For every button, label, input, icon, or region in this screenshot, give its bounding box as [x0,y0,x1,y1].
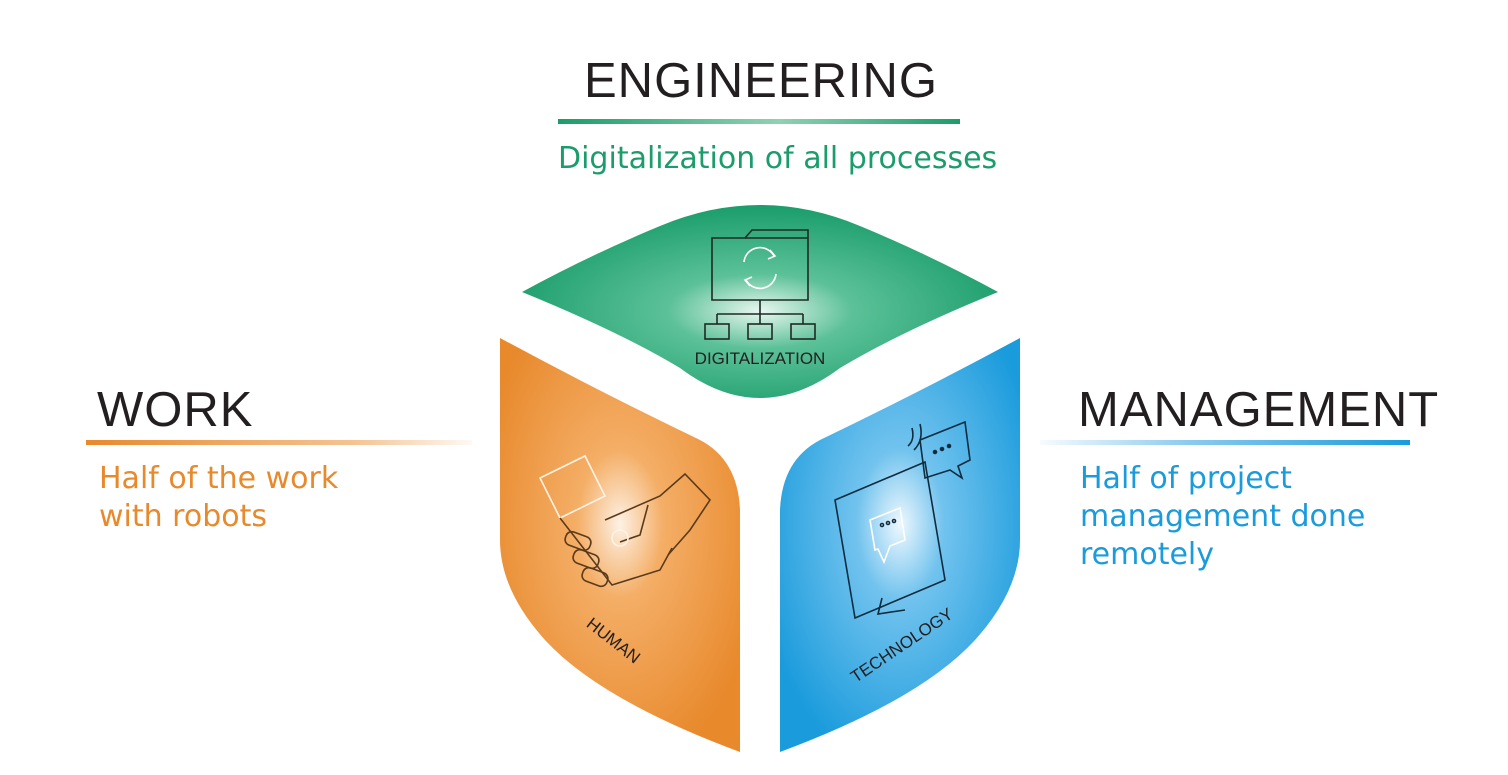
management-subtitle-line: Half of project [1080,461,1292,496]
engineering-subtitle: Digitalization of all processes [558,141,998,176]
management-subtitle-line: remotely [1080,537,1215,572]
robot-human-handshake-icon [538,454,712,588]
engineering-title: ENGINEERING [584,54,939,108]
engineering-underline [558,119,960,124]
work-title: WORK [97,383,254,437]
digitalization-face: DIGITALIZATION [522,205,998,398]
human-face: HUMAN [500,338,740,752]
work-underline [86,440,472,445]
folder-sync-network-icon [704,229,816,340]
technology-face: TECHNOLOGY [780,338,1020,752]
management-underline [1040,440,1410,445]
monitor-chat-icon [834,420,971,620]
digitalization-label: DIGITALIZATION [695,349,826,368]
management-title: MANAGEMENT [1078,383,1440,437]
work-subtitle-line: Half of the work [99,461,339,496]
management-subtitle-line: management done [1080,499,1366,534]
work-subtitle-line: with robots [99,499,268,534]
